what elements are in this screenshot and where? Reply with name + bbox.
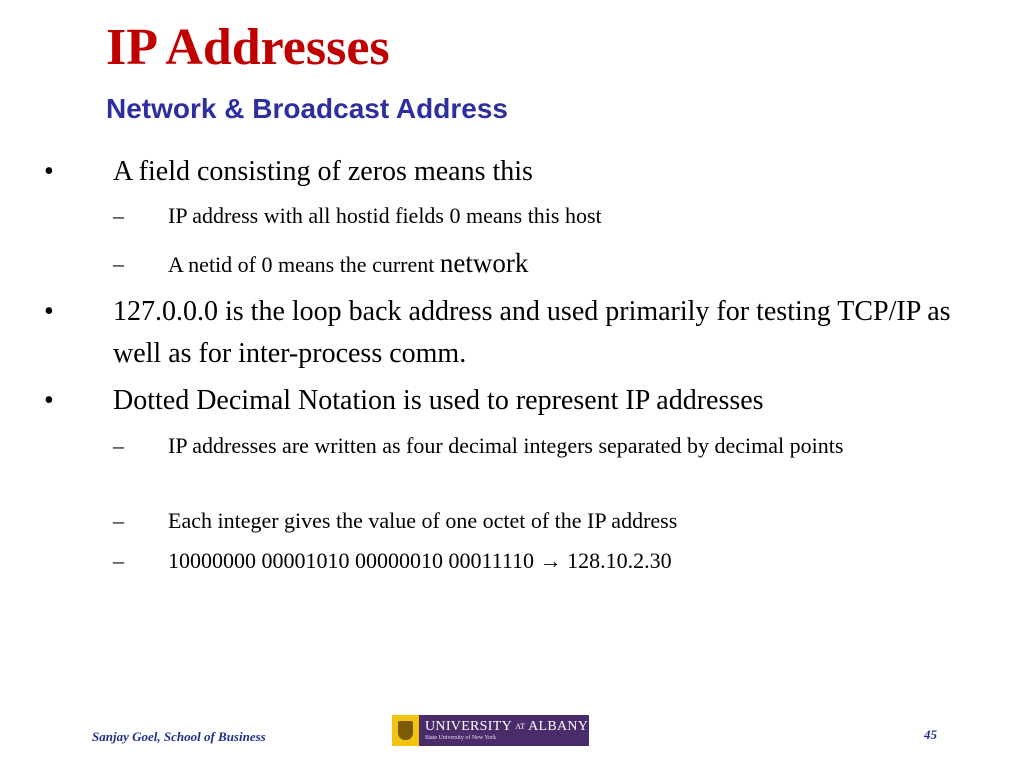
sub-bullet-emphasis: network (439, 248, 529, 278)
sub-bullet-text: 10000000 00001010 00000010 00011110 → 12… (168, 544, 968, 577)
logo-text: UNIVERSITY AT ALBANY State University of… (419, 715, 589, 746)
bullet-marker: • (44, 296, 54, 327)
footer-author: Sanjay Goel, School of Business (92, 729, 266, 744)
page-number: 45 (924, 727, 937, 742)
arrow-right-icon: → (539, 548, 562, 573)
sub-bullet-text: IP address with all hostid fields 0 mean… (168, 203, 602, 228)
logo-subtitle: State University of New York (425, 735, 497, 741)
university-seal-icon (392, 715, 419, 746)
logo-name: UNIVERSITY AT ALBANY (425, 719, 589, 734)
sub-bullet-text: Each integer gives the value of one octe… (168, 508, 678, 533)
decimal-value: 128.10.2.30 (567, 548, 672, 573)
slide-subtitle: Network & Broadcast Address (106, 93, 508, 124)
binary-value: 10000000 00001010 00000010 00011110 (168, 548, 535, 573)
bullet-text: A field consisting of zeros means this (113, 156, 533, 187)
bullet-marker: • (44, 385, 54, 416)
university-logo: UNIVERSITY AT ALBANY State University of… (392, 715, 589, 746)
slide-title: IP Addresses (106, 19, 390, 76)
dash-marker: – (113, 203, 124, 228)
sub-bullet-text-main: A netid of 0 means the current (168, 252, 440, 277)
dash-marker: – (113, 508, 124, 533)
dash-marker: – (113, 433, 124, 458)
bullet-text: Dotted Decimal Notation is used to repre… (113, 385, 764, 416)
bullet-text: 127.0.0.0 is the loop back address and u… (113, 296, 951, 369)
bullet-marker: • (44, 156, 54, 187)
dash-marker: – (113, 548, 124, 573)
dash-marker: – (113, 251, 124, 276)
sub-bullet-text: IP addresses are written as four decimal… (168, 433, 844, 458)
sub-bullet-text: A netid of 0 means the current network (168, 247, 968, 281)
